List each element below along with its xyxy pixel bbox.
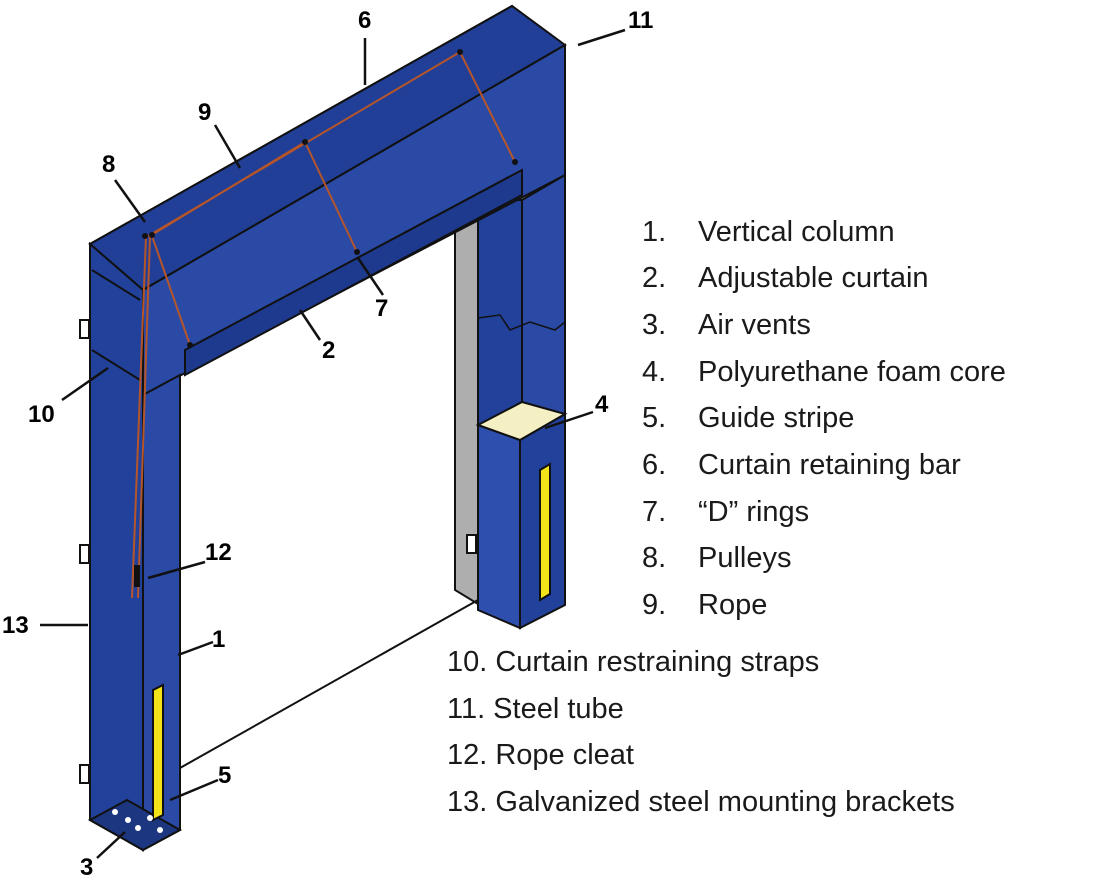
legend-text: “D” rings bbox=[698, 496, 810, 528]
callout-arrow bbox=[169, 778, 219, 802]
foam-core bbox=[475, 400, 568, 442]
callout-label: 8 bbox=[102, 151, 115, 178]
legend-item: 3. Air vents bbox=[642, 308, 811, 342]
guide-stripe-right bbox=[539, 462, 551, 602]
legend-item: 7. “D” rings bbox=[642, 495, 809, 529]
callout-arrow bbox=[356, 257, 385, 296]
bracket-left bbox=[79, 544, 90, 564]
legend-number: 5. bbox=[642, 402, 667, 434]
callout-label: 9 bbox=[198, 99, 211, 126]
legend-text: Guide stripe bbox=[698, 402, 855, 434]
legend-number: 2. bbox=[642, 262, 667, 294]
callout-arrow bbox=[298, 309, 322, 341]
callout-arrow bbox=[147, 560, 206, 580]
legend-text: Vertical column bbox=[698, 216, 895, 248]
callout-label: 5 bbox=[218, 762, 231, 789]
legend-text: Curtain retaining bar bbox=[698, 449, 961, 481]
pulleys-icon bbox=[142, 49, 463, 239]
legend-text: Galvanized steel mounting brackets bbox=[495, 786, 955, 818]
rope bbox=[137, 235, 151, 599]
callout-label: 7 bbox=[375, 295, 388, 322]
callout-label: 3 bbox=[80, 854, 93, 881]
legend-number: 13. bbox=[447, 786, 488, 818]
legend-item: 10.Curtain restraining straps bbox=[447, 645, 819, 679]
legend-item: 2. Adjustable curtain bbox=[642, 261, 929, 295]
callout-arrow bbox=[113, 179, 147, 223]
rope-cleat bbox=[134, 565, 140, 587]
legend-text: Rope bbox=[698, 589, 768, 621]
legend-item: 8. Pulleys bbox=[642, 541, 792, 575]
legend-number: 12. bbox=[447, 739, 488, 771]
legend-number: 4. bbox=[642, 356, 667, 388]
legend-text: Pulleys bbox=[698, 542, 792, 574]
legend-text: Steel tube bbox=[493, 693, 624, 725]
legend-item: 13.Galvanized steel mounting brackets bbox=[447, 785, 955, 819]
callout-arrow bbox=[96, 831, 126, 859]
callout-label: 2 bbox=[322, 337, 335, 364]
callout-arrow bbox=[577, 28, 626, 47]
legend-item: 5. Guide stripe bbox=[642, 401, 854, 435]
legend-text: Rope cleat bbox=[495, 739, 634, 771]
d-rings-icon bbox=[187, 159, 518, 348]
legend-number: 7. bbox=[642, 496, 667, 528]
legend-number: 8. bbox=[642, 542, 667, 574]
callout-label: 12 bbox=[205, 539, 232, 566]
callout-label: 1 bbox=[212, 626, 225, 653]
callout-label: 11 bbox=[628, 7, 653, 34]
callout-label: 13 bbox=[2, 612, 29, 639]
restraining-strap bbox=[91, 349, 141, 381]
legend-text: Polyurethane foam core bbox=[698, 356, 1006, 388]
bracket-right bbox=[466, 534, 477, 554]
callout-label: 4 bbox=[595, 391, 609, 418]
legend-text: Adjustable curtain bbox=[698, 262, 929, 294]
legend-text: Curtain restraining straps bbox=[495, 646, 820, 678]
callout-label: 6 bbox=[358, 7, 371, 34]
opening-line bbox=[179, 599, 479, 769]
legend-item: 12.Rope cleat bbox=[447, 738, 634, 772]
restraining-strap bbox=[91, 269, 141, 301]
air-vents bbox=[112, 809, 163, 833]
rope bbox=[151, 235, 191, 346]
callout-label: 10 bbox=[28, 401, 55, 428]
legend-number: 11. bbox=[447, 693, 486, 725]
legend-item: 1. Vertical column bbox=[642, 215, 895, 249]
legend-item: 11.Steel tube bbox=[447, 692, 624, 726]
legend-number: 9. bbox=[642, 589, 667, 621]
callout-arrow bbox=[544, 410, 594, 430]
legend-number: 3. bbox=[642, 309, 667, 341]
legend-number: 6. bbox=[642, 449, 667, 481]
bracket-left bbox=[79, 319, 90, 339]
guide-stripe-left bbox=[152, 683, 164, 822]
right-pad-front bbox=[477, 423, 521, 630]
legend-item: 6. Curtain retaining bar bbox=[642, 448, 961, 482]
callout-arrow bbox=[61, 366, 109, 402]
bracket-left bbox=[79, 764, 90, 784]
pad-cut-line bbox=[477, 314, 566, 331]
legend-item: 4. Polyurethane foam core bbox=[642, 355, 1006, 389]
rope bbox=[131, 235, 147, 599]
left-column-side bbox=[89, 241, 144, 852]
legend-number: 10. bbox=[447, 646, 488, 678]
legend-text: Air vents bbox=[698, 309, 811, 341]
legend-number: 1. bbox=[642, 216, 667, 248]
callout-arrow bbox=[177, 640, 214, 657]
adjustable-curtain bbox=[184, 168, 523, 377]
callout-arrow bbox=[213, 124, 242, 169]
legend-item: 9. Rope bbox=[642, 588, 767, 622]
